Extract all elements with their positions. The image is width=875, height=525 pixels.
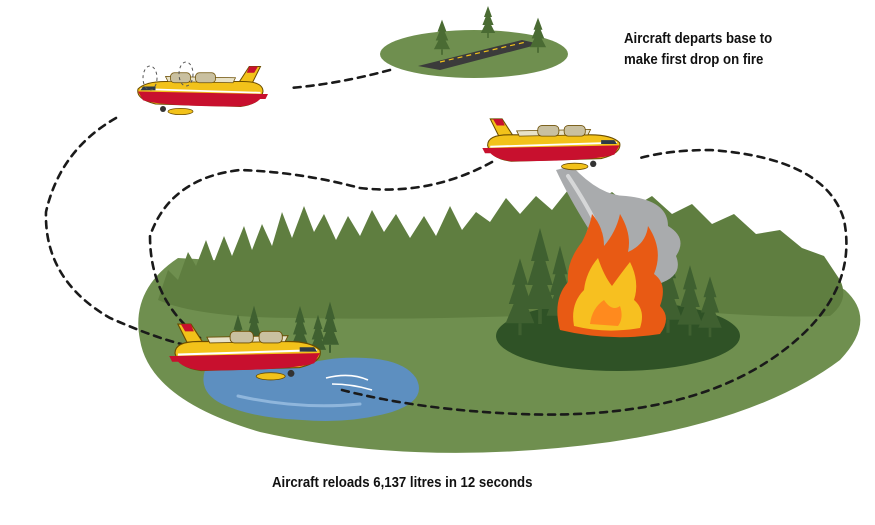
- caption-departs-line1: Aircraft departs base to: [624, 30, 773, 47]
- flight-path: [44, 68, 848, 416]
- lake: [203, 357, 419, 421]
- forest: [158, 190, 844, 319]
- caption-reloads: Aircraft reloads 6,137 litres in 12 seco…: [272, 474, 533, 491]
- runway-icon: [418, 40, 540, 70]
- base-airfield: [380, 6, 568, 78]
- water-spray: [325, 374, 373, 391]
- water-bomber-icon: [481, 118, 621, 171]
- caption-departs-line2: make first drop on fire: [624, 51, 764, 68]
- lake-highlight: [236, 394, 362, 408]
- propeller-blur: [142, 61, 194, 91]
- fire-icon: [557, 214, 666, 338]
- caption-departs: Aircraft departs base to make first drop…: [624, 28, 772, 70]
- water-bomber-icon: [136, 65, 269, 116]
